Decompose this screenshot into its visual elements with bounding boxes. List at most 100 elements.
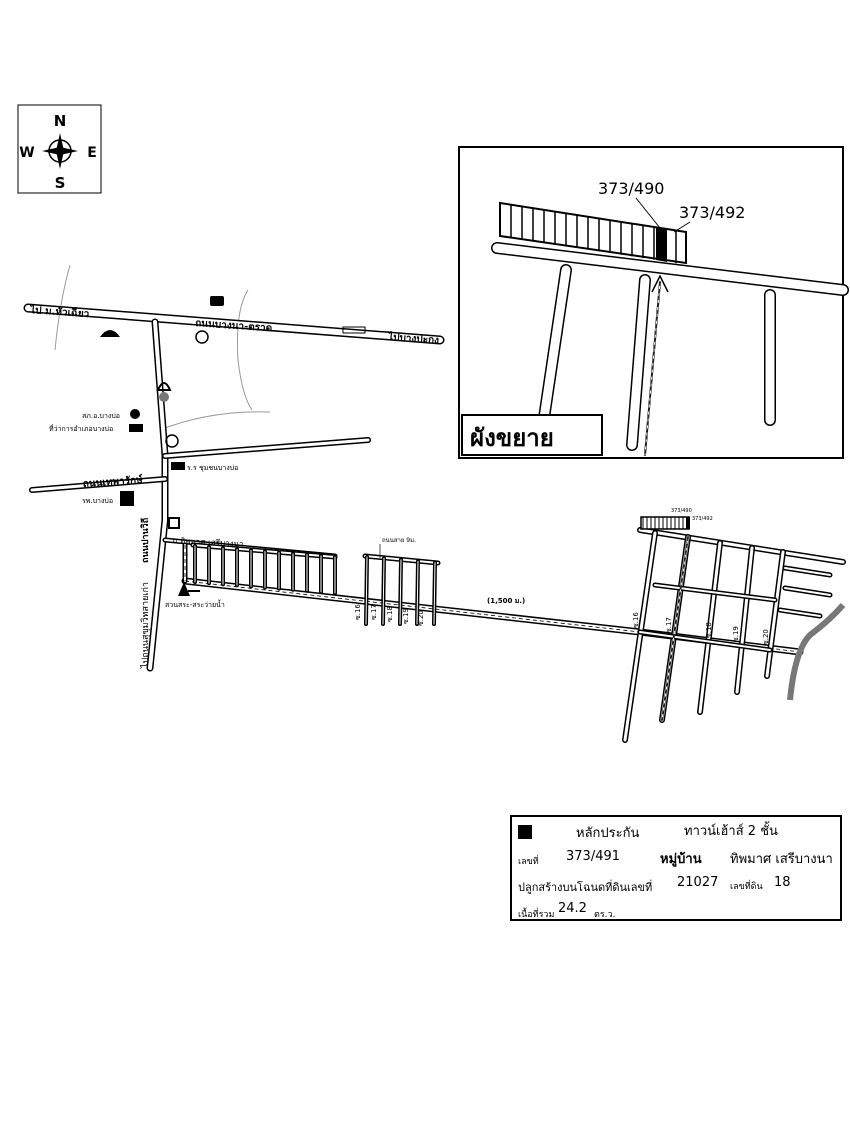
inset-lot-left-label: 373/490 — [598, 179, 664, 198]
road-fill — [735, 546, 754, 694]
road-fill — [25, 305, 443, 343]
road-fill — [765, 550, 785, 678]
soi-labels: ซ.16 ซ.17 ซ.18 ซ.19 ซ.20 ซ.16 ซ.17 ซ.18 ซ.19 ซ.20 — [354, 604, 770, 645]
landmarks — [100, 296, 366, 596]
deed-number: 21027 — [677, 875, 719, 890]
area-unit: ตร.ว. — [594, 910, 616, 920]
road-fill — [382, 557, 385, 625]
label-theparak: ถนนเทพารักษ์ — [82, 474, 143, 490]
collateral-lot-marker — [686, 517, 690, 529]
river-curve — [787, 603, 846, 701]
village-label: หมู่บ้าน — [660, 852, 702, 867]
soi-label: ซ.18 — [705, 622, 713, 638]
land-number-label: เลขที่ดิน — [730, 882, 763, 892]
road-centerline — [644, 281, 661, 456]
number-label: เลขที่ — [518, 857, 539, 867]
compass-s: S — [55, 174, 66, 192]
road-network — [23, 303, 846, 743]
label-police: สภ.อ.บางบ่อ — [82, 412, 120, 420]
soi-label: ซ.19 — [402, 608, 410, 624]
legend-swatch — [518, 825, 532, 839]
property-type: ทาวน์เฮ้าส์ 2 ชั้น — [684, 824, 778, 839]
arrow-icon — [651, 274, 669, 293]
road-fill — [779, 609, 821, 617]
road-fill — [623, 531, 657, 742]
inset-title: ผังขยาย — [470, 424, 554, 452]
canal-lines — [54, 264, 271, 431]
label-west-dest: ไป ม.หัวเฉียว — [29, 303, 90, 320]
road-fill — [492, 243, 848, 295]
inset-roads — [491, 242, 849, 456]
area-value: 24.2 — [558, 901, 587, 916]
hospital-icon — [120, 491, 134, 506]
soi-label: ซ.17 — [665, 617, 673, 633]
area-label: เนื้อที่รวม — [518, 910, 555, 920]
soi-label: ซ.16 — [632, 612, 640, 628]
road-fill — [163, 438, 370, 458]
map-labels: ไป ม.หัวเฉียว ถนนบางนา-ตราด ไปบางปะกง ถน… — [29, 303, 713, 669]
soi-label: ซ.16 — [354, 604, 362, 620]
road-fill — [638, 528, 845, 564]
inset-lot-right-label: 373/492 — [679, 203, 745, 222]
soi-label: ซ.17 — [370, 604, 378, 620]
deed-label: ปลูกสร้างบนโฉนดที่ดินเลขที่ — [518, 881, 653, 894]
label-district-office: ที่ว่าการอำเภอบางบ่อ — [49, 424, 113, 433]
police-icon — [130, 409, 140, 419]
label-detail-lot-right: 373/492 — [692, 516, 713, 522]
store-icon — [168, 517, 180, 529]
legend-label: หลักประกัน — [576, 826, 640, 841]
soi-label: ซ.20 — [417, 610, 425, 626]
property-info-box: หลักประกัน ทาวน์เฮ้าส์ 2 ชั้น เลขที่ 373… — [510, 815, 842, 921]
road-fill — [784, 587, 831, 596]
office-icon — [129, 424, 143, 432]
compass-w: W — [19, 145, 34, 161]
label-bangna-trat: ถนนบางนา-ตราด — [195, 318, 273, 334]
label-detail-lot-left: 373/490 — [671, 508, 692, 514]
road-fill — [433, 562, 436, 625]
school-icon — [171, 462, 185, 470]
label-sukhumvit: ไปถนนสุขุมวิทสายเก่า — [140, 582, 151, 669]
road-fill — [698, 541, 722, 714]
inset-lot-outline — [499, 201, 687, 265]
bench-icon — [188, 590, 200, 592]
soi-label: ซ.19 — [732, 626, 740, 642]
tree-icon — [178, 582, 190, 596]
road-fill — [627, 275, 650, 450]
road-fill — [148, 320, 167, 670]
road-fill — [399, 559, 402, 625]
soi-label: ซ.20 — [762, 629, 770, 645]
village-name: ทิพมาศ เสรีบางนา — [730, 852, 833, 867]
shrine-icon — [156, 382, 172, 391]
junction-icon — [195, 330, 209, 344]
road-fill — [639, 631, 771, 651]
emblem-icon — [159, 392, 169, 402]
soi-label: ซ.18 — [386, 606, 394, 622]
label-east-dest: ไปบางปะกง — [387, 330, 440, 347]
detail-lot-strip — [640, 516, 690, 530]
label-panwithi: ถนนปานวิถี — [140, 518, 151, 563]
road-fill — [654, 584, 776, 601]
label-hospital: รพ.บางบ่อ — [82, 497, 113, 505]
compass-rose: N S E W — [17, 104, 102, 194]
label-school: ร.ร ชุมชนบางบ่อ — [187, 464, 238, 472]
road-fill — [30, 477, 167, 492]
road-fill — [416, 560, 419, 625]
bridge-icon — [342, 326, 366, 334]
road-centerline — [661, 536, 689, 721]
compass-e: E — [87, 145, 97, 161]
inset-map: 373/490 373/492 ผังขยาย — [458, 146, 849, 459]
junction-icon — [165, 434, 179, 448]
compass-n: N — [54, 112, 67, 130]
label-distance: (1,500 ม.) — [487, 597, 525, 605]
label-road-width: ถนนสาย 9ม. — [382, 537, 416, 544]
temple-icon — [100, 330, 120, 337]
label-park: สวนสระ-สระว่ายน้ำ — [165, 598, 225, 609]
land-number: 18 — [774, 875, 791, 890]
label-village: ม.ทิพมาศ-เสรีบางนา — [172, 536, 244, 549]
inset-collateral-lot — [656, 228, 667, 262]
road-fill — [784, 567, 831, 576]
road-fill — [365, 556, 368, 625]
property-number: 373/491 — [566, 849, 621, 864]
gas-station-icon — [210, 296, 224, 306]
